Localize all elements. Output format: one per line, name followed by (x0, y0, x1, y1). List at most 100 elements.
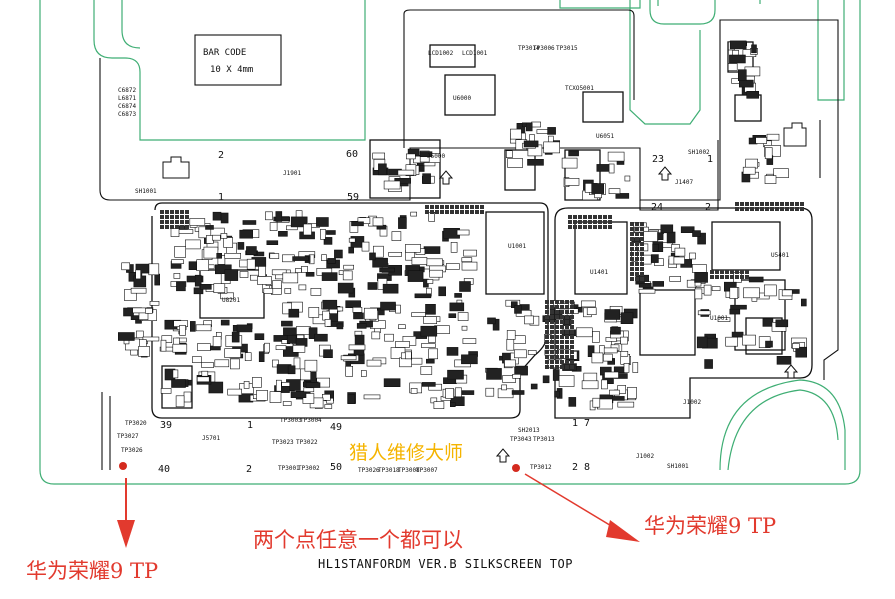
bga-pad (593, 225, 597, 229)
annotation-test-point-right: 华为荣耀9 TP (644, 514, 777, 538)
svg-text:TP3027: TP3027 (117, 433, 139, 440)
component-footprint (703, 284, 712, 296)
svg-text:C6873: C6873 (118, 111, 136, 118)
component-footprint (304, 359, 318, 372)
bga-pad (565, 325, 569, 329)
component-footprint (388, 252, 403, 257)
bga-pad (720, 275, 724, 279)
component-footprint (371, 331, 381, 340)
component-footprint (369, 252, 376, 261)
component-footprint (604, 309, 621, 320)
component-footprint (448, 313, 457, 319)
component-footprint (609, 389, 620, 396)
bga-pad (593, 215, 597, 219)
component-footprint (624, 175, 631, 182)
bga-pad (578, 220, 582, 224)
bga-pad (630, 242, 634, 246)
svg-text:C6874: C6874 (118, 103, 136, 110)
component-footprint (652, 281, 665, 287)
component-footprint (196, 376, 210, 383)
component-footprint (334, 249, 343, 259)
component-footprint (775, 319, 789, 328)
component-footprint (407, 270, 424, 282)
bga-pad (570, 320, 574, 324)
bga-pad (578, 225, 582, 229)
bga-pad (588, 215, 592, 219)
component-footprint (524, 315, 534, 325)
component-footprint (694, 288, 703, 300)
bga-pad (545, 340, 549, 344)
pin-label: 1 (218, 192, 224, 203)
component-footprint (744, 66, 761, 77)
bga-pad (450, 205, 454, 209)
component-footprint (561, 157, 578, 169)
bga-pad (560, 360, 564, 364)
svg-text:TP3023: TP3023 (272, 439, 294, 446)
test-points (119, 462, 520, 472)
component-footprint (275, 211, 283, 222)
bga-pad (635, 262, 639, 266)
bga-pad (160, 220, 164, 224)
component-footprint (269, 222, 278, 231)
component-footprint (188, 261, 198, 271)
bga-pad (555, 355, 559, 359)
component-footprint (239, 271, 249, 278)
component-footprint (711, 286, 721, 291)
component-footprint (510, 128, 522, 140)
bga-pad (550, 350, 554, 354)
component-footprint (320, 229, 326, 240)
component-footprint (190, 321, 196, 332)
bga-pad (740, 270, 744, 274)
component-footprint (173, 273, 181, 279)
svg-text:U5401: U5401 (771, 252, 789, 259)
component-footprint (620, 350, 629, 357)
component-footprint (615, 193, 630, 199)
component-footprint (602, 353, 613, 362)
bga-pad (570, 315, 574, 319)
component-footprint (575, 327, 593, 338)
component-footprint (294, 268, 302, 273)
component-footprint (425, 358, 435, 364)
component-footprint (455, 387, 462, 398)
component-footprint (189, 218, 206, 226)
component-footprint (438, 286, 447, 297)
bga-pad (455, 205, 459, 209)
component-footprint (292, 256, 309, 261)
board-outline (39, 0, 861, 485)
component-footprint (363, 394, 381, 400)
component-footprint (445, 263, 460, 270)
svg-text:U1401: U1401 (590, 269, 608, 276)
svg-text:LCD1001: LCD1001 (462, 50, 488, 57)
component-footprint (638, 282, 652, 288)
svg-text:TP3018: TP3018 (378, 467, 400, 474)
bga-pad (760, 207, 764, 211)
bga-pad (570, 345, 574, 349)
svg-text:U8201: U8201 (222, 297, 240, 304)
component-footprint (208, 381, 224, 394)
component-footprint (372, 257, 388, 268)
component-footprint (591, 183, 605, 194)
component-footprint (485, 387, 495, 397)
component-footprint (419, 151, 433, 157)
bga-pad (555, 340, 559, 344)
component-footprint (421, 382, 436, 387)
bga-pad (565, 355, 569, 359)
component-footprint (547, 127, 556, 135)
annotation-arrows (117, 473, 640, 548)
component-footprint (348, 237, 356, 243)
component-footprint (610, 326, 621, 335)
bga-pad (730, 275, 734, 279)
component-footprint (135, 263, 150, 274)
bga-pad (560, 340, 564, 344)
svg-text:J1901: J1901 (283, 170, 301, 177)
component-footprint (697, 310, 711, 316)
component-footprint (179, 324, 186, 336)
bga-pad (608, 220, 612, 224)
component-footprint (421, 343, 436, 348)
component-footprint (195, 324, 212, 332)
component-footprint (353, 312, 364, 320)
component-footprint (620, 336, 628, 345)
component-footprint (323, 349, 333, 359)
bga-pad (465, 205, 469, 209)
component-footprint (282, 401, 292, 406)
